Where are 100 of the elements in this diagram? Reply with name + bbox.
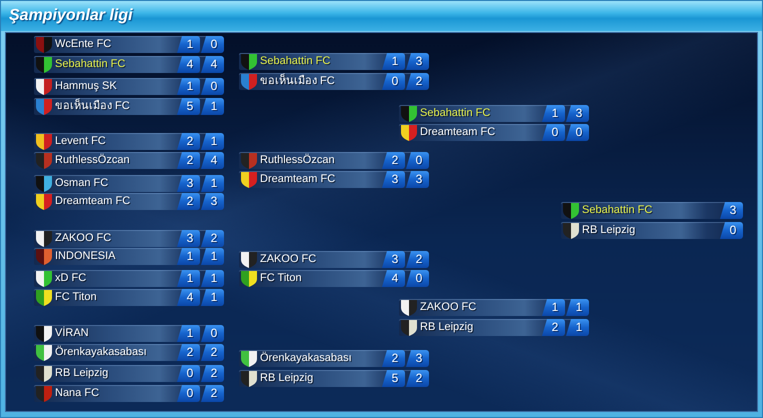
score-tile: 3: [406, 171, 429, 188]
team-name: WcEnte FC: [55, 37, 112, 52]
score-tile: 2: [201, 230, 224, 247]
score-tile: 1: [542, 105, 565, 122]
score-tile: 2: [201, 385, 224, 402]
team-name: Sebahattin FC: [55, 57, 126, 72]
team-row: [34, 230, 224, 247]
score-tile: 1: [566, 299, 589, 316]
score-tile: 2: [406, 73, 429, 90]
team-name: ขอเห็นเมือง FC: [55, 98, 131, 114]
team-name: xD FC: [55, 271, 88, 286]
team-name: Dreamteam FC: [55, 194, 132, 209]
score-tile: 1: [177, 270, 200, 287]
team-row: [561, 222, 743, 239]
score-tile: 2: [406, 370, 429, 387]
score-tile: 1: [382, 53, 405, 70]
team-name: Örenkayakasabası: [260, 350, 353, 366]
team-name: ZAKOO FC: [260, 252, 318, 267]
team-name: Osman FC: [55, 176, 110, 191]
score-tile: 2: [201, 365, 224, 382]
team-name: Sebahattin FC: [582, 203, 654, 218]
team-name: Levent FC: [55, 134, 107, 149]
team-name: VİRAN: [55, 326, 90, 341]
team-row: [239, 270, 429, 287]
score-tile: 0: [406, 152, 429, 169]
team-row: [34, 36, 224, 53]
score-tile: 1: [542, 299, 565, 316]
score-tile: 0: [177, 365, 200, 382]
score-tile: 3: [201, 193, 224, 210]
score-tile: 2: [382, 152, 405, 169]
score-tile: 2: [406, 251, 429, 268]
score-tile: 1: [201, 270, 224, 287]
team-row: [239, 73, 429, 90]
score-tile: 1: [201, 133, 224, 150]
score-tile: 0: [720, 222, 743, 239]
score-tile: 2: [177, 193, 200, 210]
team-row: [239, 53, 429, 70]
score-tile: 3: [382, 171, 405, 188]
team-name: FC Titon: [260, 271, 303, 286]
score-tile: 4: [201, 152, 224, 169]
team-row: [399, 105, 589, 122]
team-row: [34, 385, 224, 402]
score-tile: 1: [177, 325, 200, 342]
score-tile: 2: [201, 344, 224, 361]
window-title: Şampiyonlar ligi: [9, 7, 133, 25]
score-tile: 4: [177, 56, 200, 73]
score-tile: 2: [177, 133, 200, 150]
score-tile: 3: [720, 202, 743, 219]
team-row: [34, 56, 224, 73]
team-name: RB Leipzig: [420, 320, 474, 335]
team-row: [34, 365, 224, 382]
team-row: [34, 175, 224, 192]
score-tile: 5: [177, 98, 200, 115]
score-tile: 4: [177, 289, 200, 306]
score-tile: 1: [201, 289, 224, 306]
team-row: [34, 344, 224, 361]
team-row: [239, 251, 429, 268]
team-row: [399, 319, 589, 336]
team-row: [34, 78, 224, 95]
team-name: RuthlessÖzcan: [55, 152, 131, 168]
team-row: [34, 193, 224, 210]
team-name: Dreamteam FC: [420, 125, 496, 140]
score-tile: 0: [382, 73, 405, 90]
team-name: ZAKOO FC: [55, 231, 112, 246]
score-tile: 1: [201, 98, 224, 115]
score-tile: 3: [382, 251, 405, 268]
score-tile: 3: [406, 350, 429, 367]
team-row: [239, 171, 429, 188]
team-name: RuthlessÖzcan: [260, 152, 336, 168]
team-name: Dreamteam FC: [260, 172, 336, 187]
score-tile: 0: [406, 270, 429, 287]
score-tile: 0: [542, 124, 565, 141]
score-tile: 1: [201, 175, 224, 192]
team-name: FC Titon: [55, 290, 98, 305]
score-tile: 5: [382, 370, 405, 387]
score-tile: 2: [177, 344, 200, 361]
team-name: Hammuş SK: [55, 79, 118, 94]
team-name: INDONESIA: [55, 249, 117, 264]
score-tile: 2: [542, 319, 565, 336]
score-tile: 3: [177, 230, 200, 247]
score-tile: 1: [177, 78, 200, 95]
team-row: [34, 270, 224, 287]
team-name: Sebahattin FC: [420, 106, 492, 121]
score-tile: 0: [201, 325, 224, 342]
score-tile: 0: [201, 36, 224, 53]
score-tile: 1: [177, 36, 200, 53]
team-name: ขอเห็นเมือง FC: [260, 73, 336, 89]
score-tile: 0: [177, 385, 200, 402]
score-tile: 3: [566, 105, 589, 122]
team-name: ZAKOO FC: [420, 300, 478, 315]
team-name: Örenkayakasabası: [55, 344, 148, 360]
score-tile: 2: [177, 152, 200, 169]
team-row: [399, 299, 589, 316]
score-tile: 4: [201, 56, 224, 73]
team-name: Nana FC: [55, 386, 100, 401]
team-name: RB Leipzig: [260, 371, 314, 386]
team-row: [399, 124, 589, 141]
score-tile: 1: [566, 319, 589, 336]
team-name: RB Leipzig: [55, 366, 110, 381]
team-row: [34, 152, 224, 169]
